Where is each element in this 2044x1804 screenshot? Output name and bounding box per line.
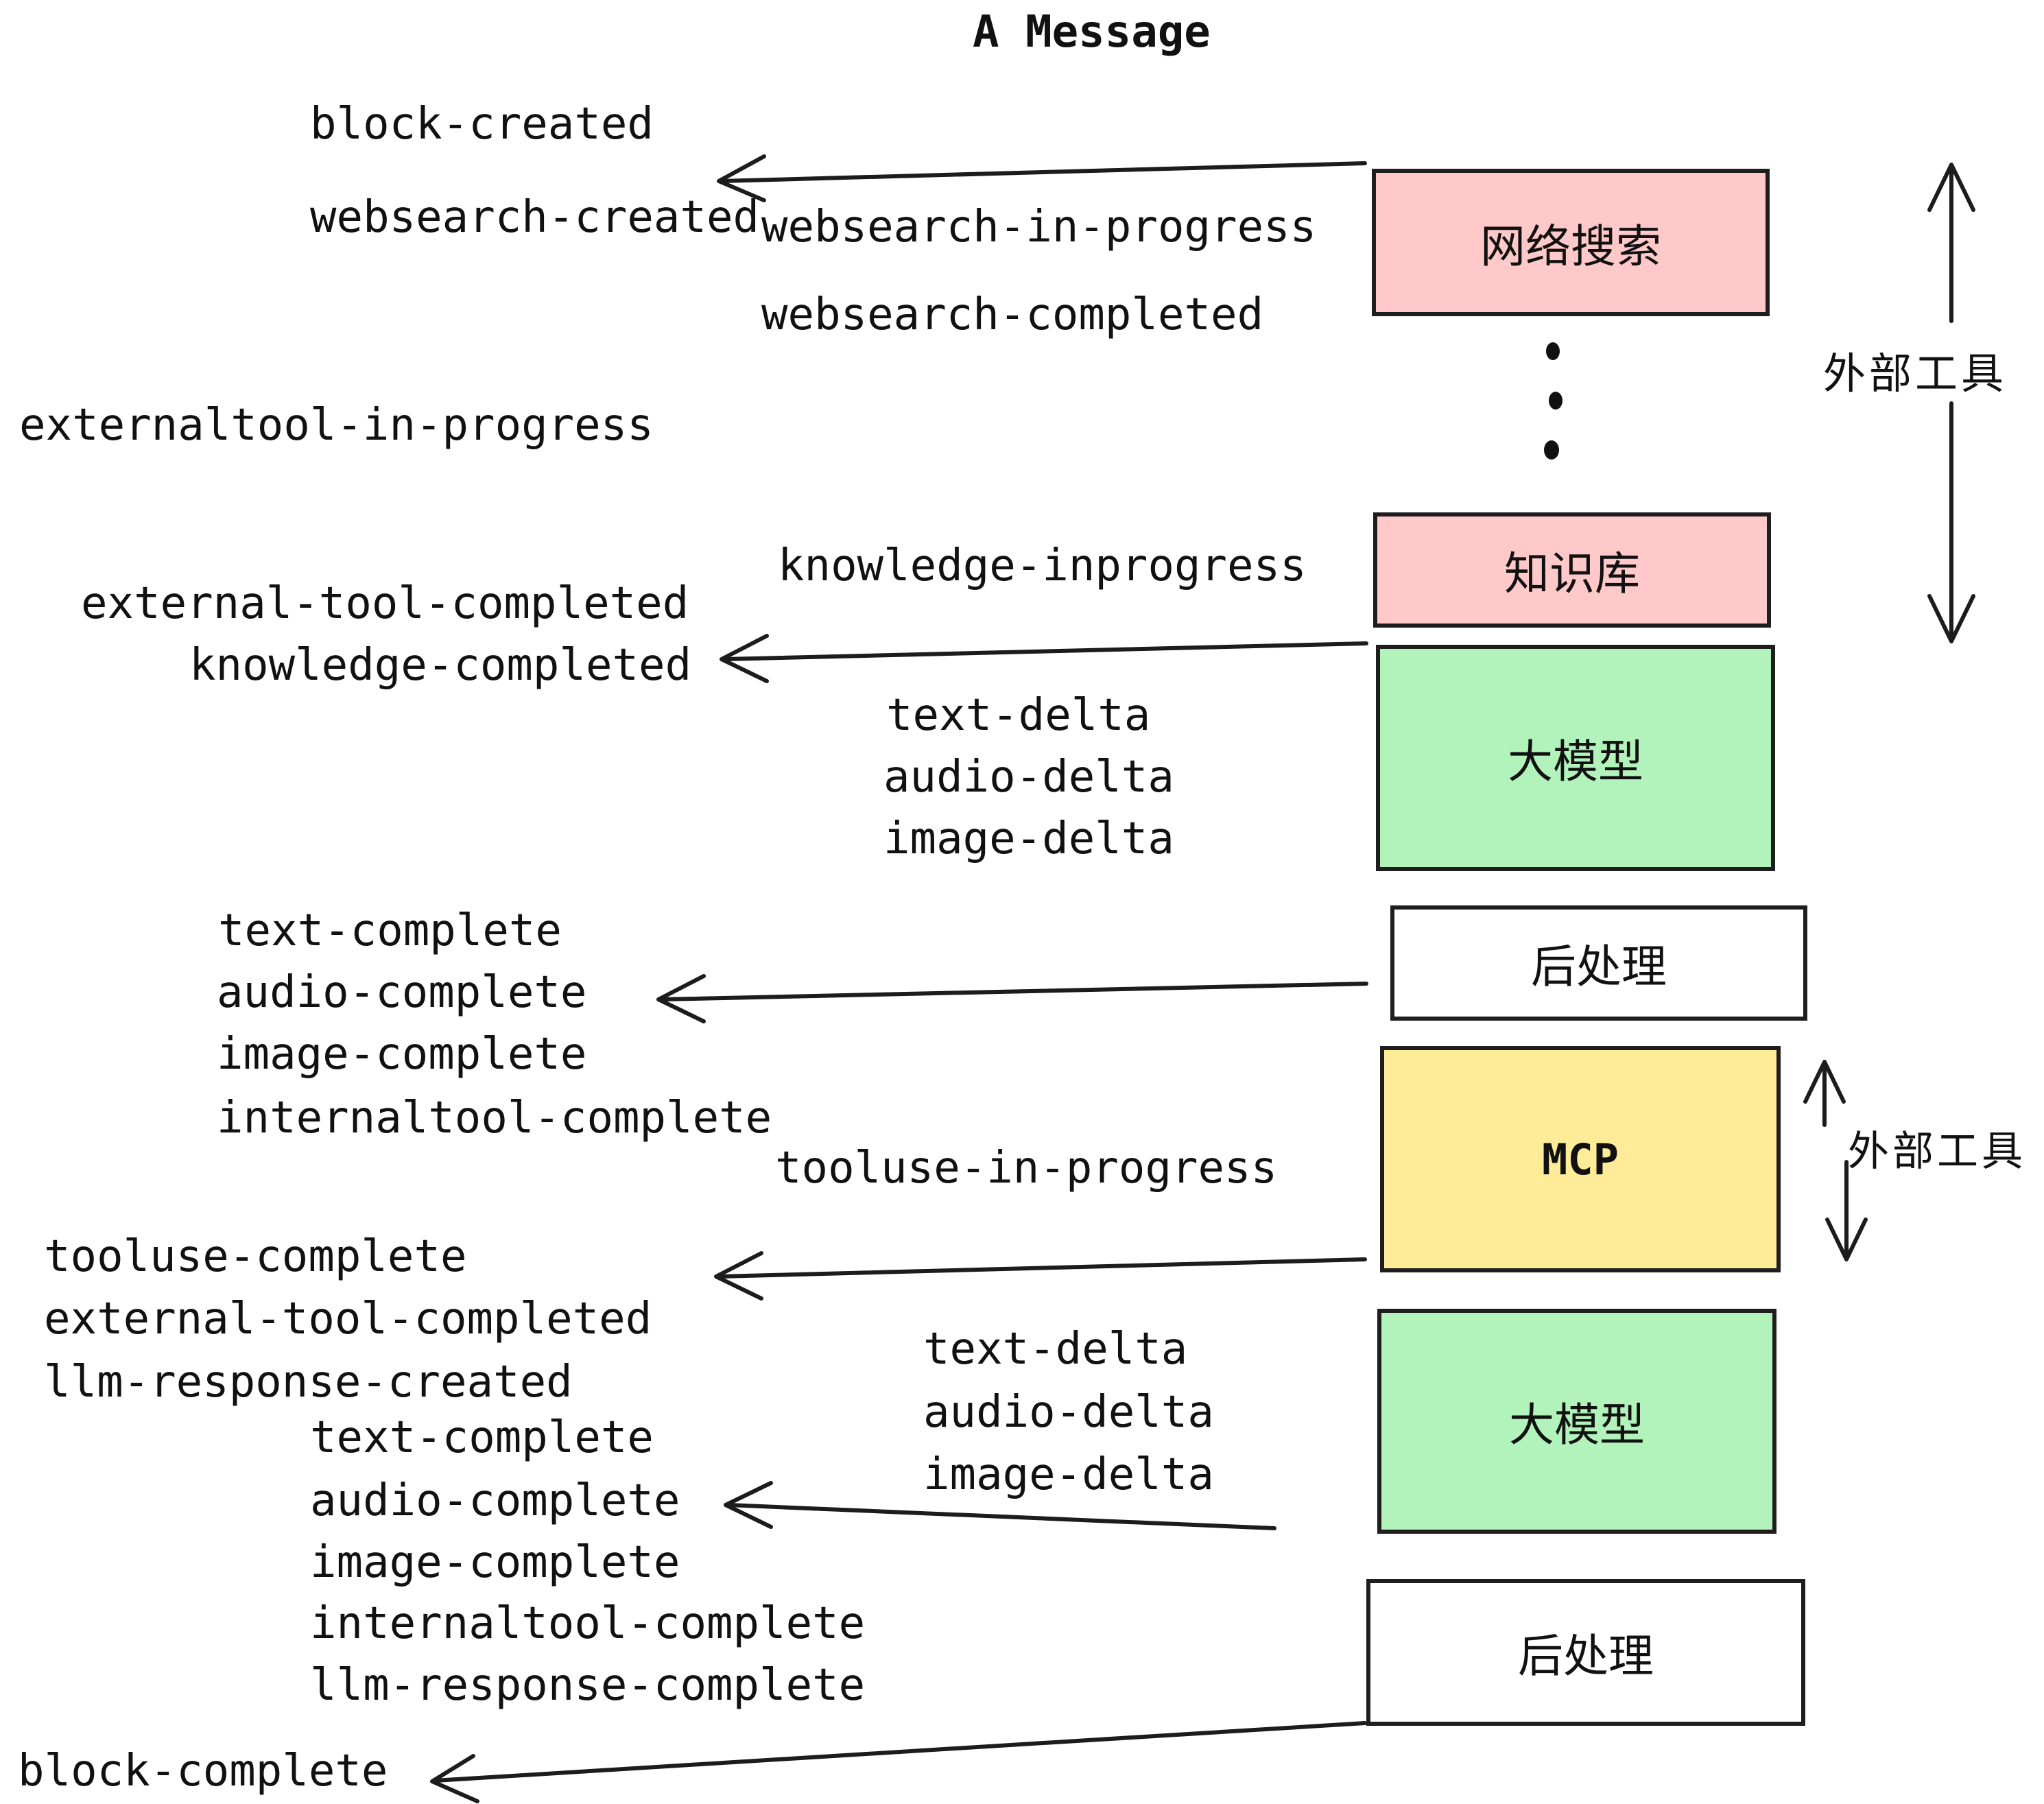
- event-label-external-tool-completed: external-tool-completed: [81, 578, 689, 629]
- box-postprocess-2: 后处理: [1366, 1579, 1805, 1726]
- event-label-text-delta-1: text-delta: [886, 690, 1151, 741]
- event-label-text-complete-1: text-complete: [218, 905, 562, 956]
- event-label-websearch-created: websearch-created: [310, 192, 760, 243]
- event-label-audio-complete-1: audio-complete: [217, 967, 587, 1018]
- box-knowledge: 知识库: [1373, 512, 1771, 628]
- event-label-websearch-completed: websearch-completed: [761, 289, 1264, 340]
- event-label-audio-delta-1: audio-delta: [883, 752, 1174, 803]
- event-label-block-created: block-created: [310, 99, 654, 150]
- event-label-internaltool-complete-2: internaltool-complete: [310, 1598, 866, 1649]
- event-label-knowledge-inprogress: knowledge-inprogress: [778, 541, 1307, 591]
- event-label-external-tool-completed-2: external-tool-completed: [44, 1294, 652, 1344]
- event-label-externaltool-in-progress: externaltool-in-progress: [19, 400, 654, 451]
- event-label-image-complete-1: image-complete: [217, 1029, 587, 1080]
- event-label-audio-delta-2: audio-delta: [923, 1387, 1214, 1438]
- event-label-text-complete-2: text-complete: [310, 1412, 654, 1463]
- event-label-text-delta-2: text-delta: [923, 1324, 1188, 1375]
- box-llm-2: 大模型: [1377, 1309, 1776, 1534]
- event-label-websearch-in-progress: websearch-in-progress: [761, 202, 1317, 252]
- event-label-knowledge-completed: knowledge-completed: [189, 640, 692, 691]
- box-websearch: 网络搜索: [1372, 169, 1770, 316]
- external-tools-label-top: 外部工具: [1823, 348, 2008, 399]
- event-label-llm-response-created: llm-response-created: [44, 1357, 573, 1408]
- external-tools-label-mid: 外部工具: [1848, 1128, 2026, 1176]
- event-label-audio-complete-2: audio-complete: [310, 1475, 680, 1526]
- event-label-internaltool-complete-1: internaltool-complete: [217, 1093, 772, 1143]
- double-arrow-external-tools-top: [1927, 163, 1975, 643]
- event-label-block-complete: block-complete: [18, 1746, 388, 1796]
- arrow-image-complete: [656, 974, 1368, 1023]
- event-label-tooluse-complete: tooluse-complete: [44, 1231, 467, 1282]
- arrow-tooluse-complete: [714, 1251, 1367, 1301]
- ellipsis-dots-icon: [1544, 342, 1562, 460]
- arrow-block-complete: [430, 1721, 1367, 1803]
- event-label-image-complete-2: image-complete: [310, 1537, 680, 1588]
- arrow-knowledge-completed: [720, 634, 1368, 683]
- event-label-image-delta-2: image-delta: [923, 1449, 1214, 1500]
- arrow-block-created: [717, 154, 1367, 202]
- event-label-tooluse-in-progress: tooluse-in-progress: [775, 1143, 1278, 1194]
- box-llm-1: 大模型: [1376, 645, 1775, 871]
- page-title: A Message: [973, 7, 1211, 58]
- event-label-llm-response-complete: llm-response-complete: [310, 1660, 866, 1711]
- event-label-image-delta-1: image-delta: [883, 814, 1174, 864]
- box-postprocess-1: 后处理: [1390, 905, 1807, 1021]
- box-mcp: MCP: [1380, 1046, 1781, 1272]
